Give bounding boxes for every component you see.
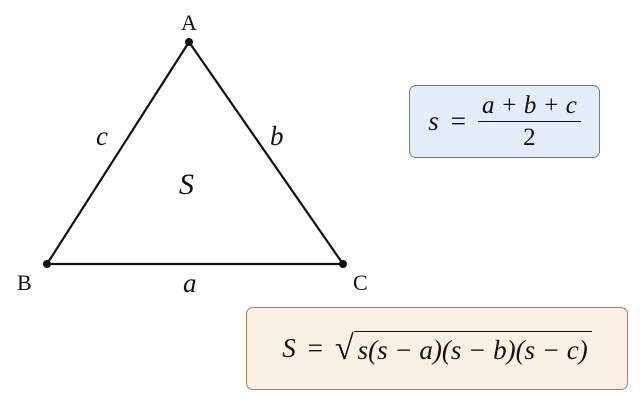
radical-sign: √ — [334, 330, 354, 368]
triangle-abc — [45, 40, 345, 266]
equals-sign: = — [450, 106, 466, 136]
heron-formula: S = √ s(s − a)(s − b)(s − c) — [282, 331, 592, 366]
vertex-label-a: A — [181, 10, 197, 35]
side-label-a: a — [183, 268, 197, 298]
semi-perimeter-formula-box: s = a + b + c 2 — [409, 85, 600, 158]
vertex-label-c: C — [353, 270, 368, 295]
square-root: √ s(s − a)(s − b)(s − c) — [335, 331, 592, 366]
fraction: a + b + c 2 — [477, 92, 581, 152]
fraction-denominator: 2 — [523, 124, 536, 151]
vertex-point-a — [185, 38, 193, 46]
side-label-b: b — [270, 121, 284, 151]
area-symbol: S — [282, 333, 296, 363]
semi-perimeter-formula: s = a + b + c 2 — [428, 92, 581, 152]
semi-perimeter-symbol: s — [428, 106, 439, 136]
equals-sign: = — [307, 333, 323, 363]
vertex-point-c — [339, 260, 347, 268]
heron-formula-box: S = √ s(s − a)(s − b)(s − c) — [246, 307, 628, 390]
vertex-point-b — [43, 260, 51, 268]
area-label-s: S — [179, 168, 194, 201]
fraction-numerator: a + b + c — [477, 92, 581, 122]
radicand: s(s − a)(s − b)(s − c) — [353, 331, 592, 366]
side-label-c: c — [96, 121, 108, 151]
vertex-label-b: B — [17, 270, 32, 295]
